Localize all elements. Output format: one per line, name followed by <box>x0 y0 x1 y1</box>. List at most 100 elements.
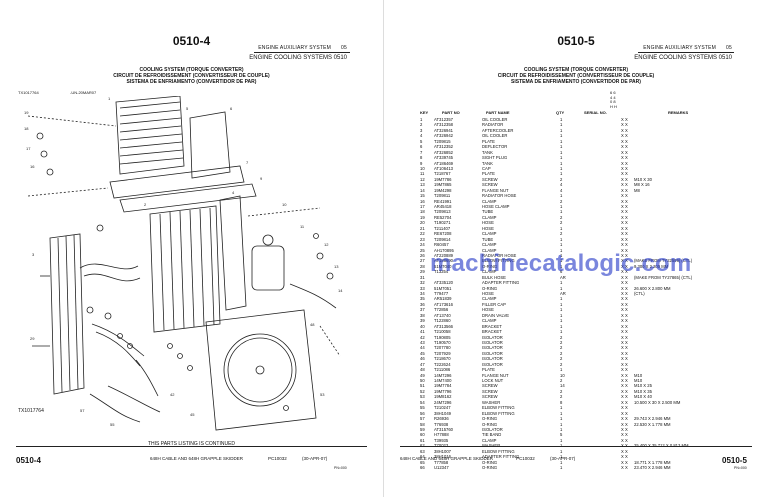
row-models: X X <box>621 258 628 264</box>
title-fr: CIRCUIT DE REFROIDISSEMENT (CONVERTISSEU… <box>113 73 270 79</box>
row-part-no: T190570 <box>434 339 451 345</box>
row-part-name: ELBOW FITTING <box>482 448 515 454</box>
row-part-no: T222624 <box>434 361 451 367</box>
row-remarks: M8 X 16 <box>634 182 650 188</box>
row-key: 62 <box>420 443 425 449</box>
row-part-name: TANK <box>482 149 493 155</box>
row-qty: 1 <box>560 285 563 291</box>
row-part-name: ELBOW FITTING <box>482 410 515 416</box>
row-part-name: O-RING <box>482 285 498 291</box>
row-part-name: AFTERCOOLER <box>482 127 514 133</box>
row-remarks: 29.743 X 2.946 MM <box>634 416 671 422</box>
row-key: 31 <box>420 274 425 280</box>
aftercooler-part <box>49 233 85 395</box>
row-qty: 1 <box>560 323 563 329</box>
row-models: X X <box>621 432 628 438</box>
row-part-no: AR51839 <box>434 296 452 302</box>
subsection-header: ENGINE COOLING SYSTEMS 0510 <box>634 55 732 61</box>
row-qty: 2 <box>560 394 563 400</box>
row-key: 37 <box>420 307 425 313</box>
subsection-header: ENGINE COOLING SYSTEMS 0510 <box>249 55 347 61</box>
svg-text:48: 48 <box>310 322 315 327</box>
row-key: 52 <box>420 388 425 394</box>
footer-model: 648H CABLE AND 648H GRAPPLE SKIDDER <box>150 456 244 461</box>
row-qty: 1 <box>560 193 563 199</box>
row-part-no: 14M7400 <box>434 378 452 383</box>
row-models: X X <box>621 209 628 215</box>
row-remarks: M10 X 25 <box>634 383 652 389</box>
row-part-no: RE67208 <box>434 231 452 237</box>
row-part-no: AT312357 <box>434 117 454 122</box>
svg-text:29: 29 <box>30 336 35 341</box>
svg-text:7: 7 <box>246 160 249 165</box>
row-key: 34 <box>420 291 425 296</box>
row-qty: 2 <box>560 339 563 345</box>
row-part-name: LOCK NUT <box>482 378 504 383</box>
radiator-part <box>149 205 221 333</box>
row-part-no: AT326852 <box>434 149 454 155</box>
row-key: 58 <box>420 421 425 427</box>
row-remarks: 23.470 X 2.946 MM <box>634 465 671 470</box>
model-code-row: 4 4 <box>610 94 616 100</box>
row-part-no: 19M8162 <box>434 394 452 400</box>
row-models: X X <box>621 345 628 351</box>
row-remarks: M10 X 35 <box>634 388 652 394</box>
row-models: X X <box>621 356 628 362</box>
svg-text:55: 55 <box>110 422 115 427</box>
row-part-no: T218767 <box>434 171 451 177</box>
row-remarks: (MAKE FROM TY22599) (CTL) <box>634 258 693 264</box>
row-models: X X <box>621 155 628 161</box>
row-qty: 1 <box>560 160 563 166</box>
row-models: X X <box>621 144 628 150</box>
svg-text:13: 13 <box>334 264 339 269</box>
row-part-name: BRACKET <box>482 329 502 335</box>
row-key: 66 <box>420 465 425 470</box>
row-qty: 1 <box>560 133 563 139</box>
row-part-name: CLAMP <box>482 269 497 275</box>
row-qty: 1 <box>560 155 563 161</box>
section-name: ENGINE AUXILIARY SYSTEM <box>643 45 717 51</box>
row-remarks: (MAKE FROM TY27865) (CTL) <box>634 274 693 280</box>
row-part-name: ISOLATOR <box>482 361 503 367</box>
row-key: 15 <box>420 193 425 199</box>
row-part-name: SCREW <box>482 176 498 182</box>
footer-date: (30-APR-07) <box>550 456 576 461</box>
row-key: 1 <box>420 117 423 122</box>
row-key: 36 <box>420 301 425 307</box>
row-part-name: HOSE <box>482 291 494 296</box>
row-part-no: RE52704 <box>434 214 452 220</box>
row-qty: 1 <box>560 165 563 171</box>
row-part-name: WASHER <box>482 443 501 449</box>
row-models: X X <box>621 160 628 166</box>
row-qty: 4 <box>560 182 563 188</box>
svg-text:2: 2 <box>144 202 147 207</box>
row-key: 44 <box>420 345 425 351</box>
row-part-name: ISOLATOR <box>482 345 503 351</box>
row-key: 40 <box>420 323 425 329</box>
row-part-no: T210247 <box>434 405 451 411</box>
row-part-name: ADAPTER FITTING <box>482 280 520 286</box>
row-models: X X <box>621 426 628 432</box>
row-part-name: ISOLATOR <box>482 350 503 356</box>
title-en: COOLING SYSTEM (TORQUE CONVERTER) <box>523 67 629 73</box>
col-key: KEY <box>420 110 429 115</box>
row-models: X X <box>621 252 628 258</box>
